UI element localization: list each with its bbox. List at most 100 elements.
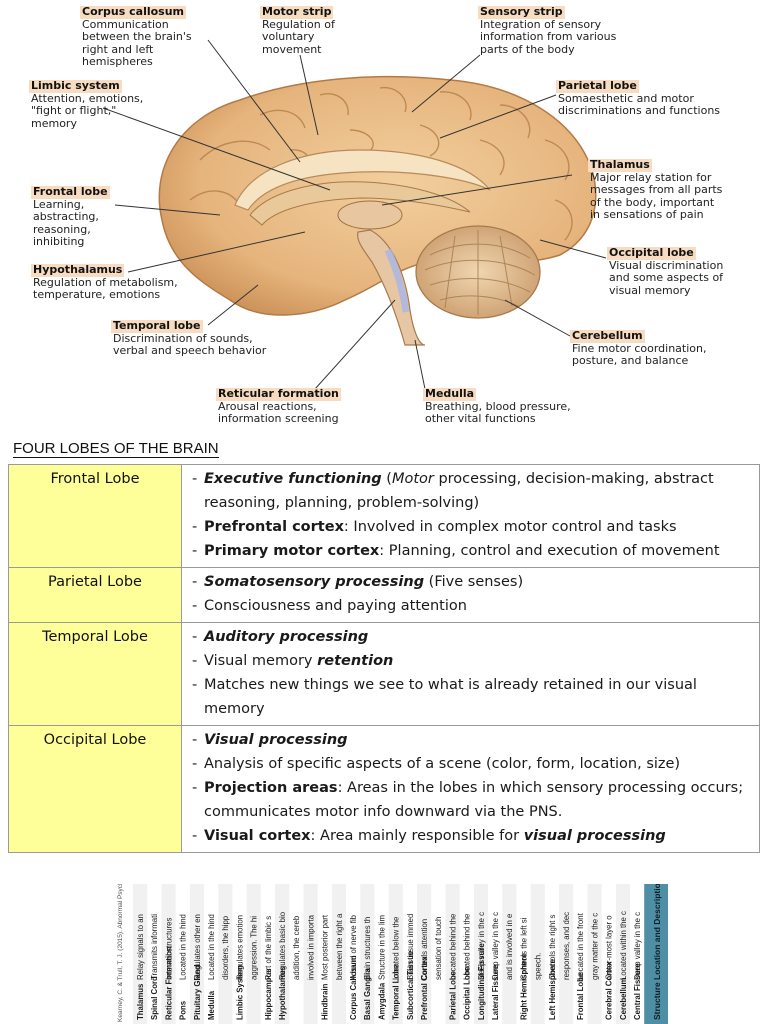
- rotated-row-band: [374, 884, 389, 1024]
- label-desc: between the brain's: [82, 30, 192, 43]
- rotated-cell: Prefrontal Cortex: [420, 956, 429, 1020]
- rotated-row-band: [388, 884, 403, 1024]
- label-desc: hemispheres: [82, 55, 153, 68]
- rotated-cell: aggression. The hi: [250, 916, 259, 980]
- rotated-cell: Deep valley in the c: [633, 912, 642, 980]
- bullet-dash: -: [192, 828, 198, 844]
- label-title: Medulla: [423, 387, 477, 401]
- lobe-name: Frontal Lobe: [8, 464, 182, 568]
- rotated-cell: Limbic System: [235, 965, 244, 1020]
- text-segment: Visual cortex: [204, 828, 311, 844]
- description-line: -Projection areas: Areas in the lobes in…: [192, 776, 751, 824]
- label-desc: Somaesthetic and motor: [558, 91, 694, 105]
- label-desc: right and left: [82, 42, 154, 56]
- text-segment: Prefrontal cortex: [204, 519, 344, 535]
- corpus-callosum-shape: [234, 149, 491, 211]
- bullet-dash: -: [192, 629, 198, 645]
- rotated-cell: Longitudinal Fissure: [477, 943, 486, 1020]
- bullet-dash: -: [192, 598, 198, 614]
- label-desc: Attention, emotions,: [31, 91, 144, 105]
- label-desc: memory: [31, 116, 77, 130]
- brainstem-shape: [357, 229, 426, 346]
- rotated-cell: Regulates basic bio: [278, 911, 287, 980]
- text-segment: (Five senses): [424, 574, 524, 590]
- text-segment: visual processing: [523, 828, 666, 844]
- label-desc: and some aspects of: [609, 271, 724, 284]
- label-desc: Visual discrimination: [609, 258, 724, 272]
- label-desc: "fight or flight,": [31, 104, 117, 117]
- rotated-cell: Brain structures th: [363, 917, 372, 980]
- brain-diagram: Corpus callosum Communication between th…: [0, 0, 768, 432]
- line-text: Projection areas: Areas in the lobes in …: [204, 776, 751, 824]
- rotated-cell: Pons: [179, 1000, 188, 1020]
- label-desc: parts of the body: [480, 42, 575, 56]
- rotated-cell: Central Fissure: [633, 963, 642, 1020]
- text-segment: processing, decision-making, abstract re…: [204, 471, 714, 511]
- rotated-cell: Right Hemisphere: [519, 953, 528, 1020]
- label-title: Occipital lobe: [607, 246, 696, 260]
- rotated-cell: Spinal Cord: [150, 976, 159, 1020]
- rotated-row-band: [417, 884, 432, 1024]
- rotated-cell: Hindbrain: [321, 983, 330, 1020]
- lobe-row: Occipital Lobe-Visual processing-Analysi…: [8, 725, 760, 853]
- rotated-cell: Structure in the lim: [377, 915, 386, 980]
- description-line: -Analysis of specific aspects of a scene…: [192, 752, 751, 776]
- cerebellum-folia: [424, 230, 536, 315]
- lobe-row: Frontal Lobe-Executive functioning (Moto…: [8, 464, 760, 568]
- rotated-cell: Located behind the: [448, 914, 457, 980]
- rotated-row-band: [516, 884, 531, 1024]
- lobe-description: -Executive functioning (Motor processing…: [181, 464, 760, 568]
- rotated-cell: Controls attention: [420, 919, 429, 980]
- label-title: Parietal lobe: [556, 79, 639, 93]
- label-cerebellum: Cerebellum Fine motor coordination, post…: [570, 329, 706, 368]
- rotated-row-band: [218, 884, 233, 1024]
- description-line: -Visual cortex: Area mainly responsible …: [192, 824, 751, 848]
- label-desc: visual memory: [609, 283, 691, 297]
- bullet-dash: -: [192, 653, 198, 669]
- label-title: Reticular formation: [216, 387, 341, 401]
- limbic-shape: [249, 181, 471, 226]
- rotated-row-band: [573, 884, 588, 1024]
- rotated-cell: Part of the limbic s: [264, 916, 273, 980]
- label-title: Corpus callosum: [80, 5, 187, 19]
- rotated-cell: disorders, the hipp: [221, 915, 230, 980]
- bullet-dash: -: [192, 574, 198, 590]
- rotated-cell: Deep valley in the c: [491, 912, 500, 980]
- rotated-cell: Controls the left si: [519, 917, 528, 980]
- label-limbic-system: Limbic system Attention, emotions, "figh…: [29, 79, 144, 130]
- description-line: -Executive functioning (Motor processing…: [192, 467, 751, 515]
- label-desc: information screening: [218, 412, 339, 425]
- label-desc: discriminations and functions: [558, 104, 721, 117]
- label-frontal-lobe: Frontal lobe Learning, abstracting, reas…: [31, 185, 110, 249]
- bullet-dash: -: [192, 780, 198, 796]
- rotated-header-band: [644, 884, 668, 1024]
- text-segment: Analysis of specific aspects of a scene …: [204, 756, 681, 772]
- rotated-cell: speech.: [534, 953, 543, 980]
- text-segment: : Areas in the lobes in which sensory pr…: [204, 780, 744, 820]
- rotated-cell: Located behind the: [463, 914, 472, 980]
- rotated-cell: Frontal Lobe: [576, 972, 585, 1020]
- bullet-dash: -: [192, 732, 198, 748]
- label-desc: abstracting,: [33, 210, 99, 223]
- rotated-row-band: [431, 884, 446, 1024]
- label-title: Cerebellum: [570, 329, 645, 343]
- label-title: Limbic system: [29, 79, 122, 93]
- text-segment: : Planning, control and execution of mov…: [379, 543, 720, 559]
- label-desc: messages from all parts: [590, 183, 723, 196]
- rotated-cell: Located below the: [392, 917, 401, 980]
- rotated-row-band: [530, 884, 545, 1024]
- lobe-row: Temporal Lobe-Auditory processing-Visual…: [8, 622, 760, 726]
- rotated-cell: Transmits informati: [150, 914, 159, 980]
- text-segment: retention: [317, 653, 394, 669]
- rotated-cell: Left Hemisphere: [548, 958, 557, 1020]
- rotated-row-band: [402, 884, 417, 1024]
- label-desc: reasoning,: [33, 222, 91, 236]
- rotated-row-band: [133, 884, 148, 1024]
- label-corpus-callosum: Corpus callosum Communication between th…: [80, 5, 192, 69]
- rotated-row-band: [246, 884, 261, 1024]
- bullet-dash: -: [192, 756, 198, 772]
- rotated-row-band: [544, 884, 559, 1024]
- label-desc: Discrimination of sounds,: [113, 331, 253, 345]
- description-line: -Prefrontal cortex: Involved in complex …: [192, 515, 751, 539]
